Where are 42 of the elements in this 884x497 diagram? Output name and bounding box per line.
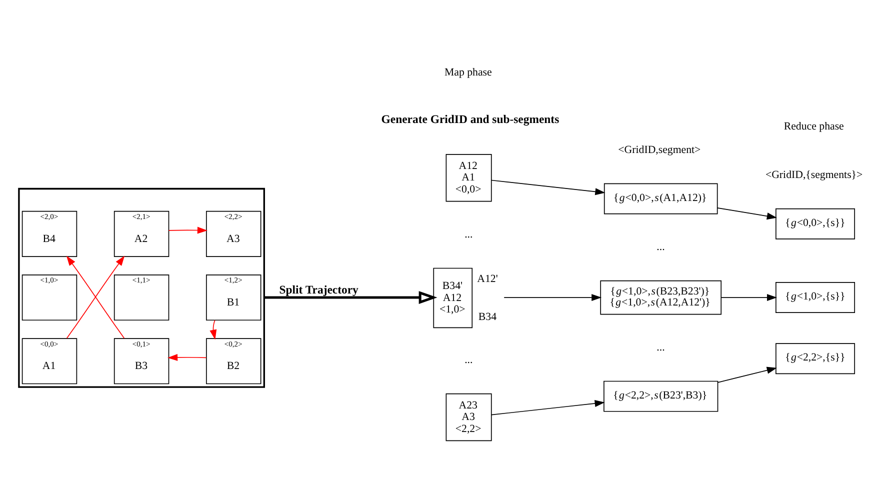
node-box: <1,1> — [114, 274, 170, 320]
node-box: {g<2,2>,s(B23',B3)} — [604, 380, 718, 412]
arrow — [717, 207, 777, 220]
node-box: {g<2,2>,{s}} — [776, 342, 856, 374]
arrow — [168, 226, 208, 234]
label: ... — [656, 341, 665, 354]
node-box: <1,0> — [22, 274, 78, 320]
node-box: <0,1> B3 — [114, 338, 170, 384]
node-box: {g<1,0>,s(B23,B23')} {g<1,0>,s(A12,A12')} — [600, 280, 722, 314]
arrow — [168, 353, 207, 360]
arrow — [491, 399, 605, 415]
node-box: A12 A1 <0,0> — [446, 154, 492, 202]
arrow — [491, 179, 606, 195]
arrow — [504, 294, 602, 301]
cluster — [18, 187, 265, 388]
arrow — [210, 319, 217, 340]
node-box: <2,1> A2 — [114, 210, 170, 256]
arrow — [264, 290, 438, 304]
label: Map phase — [444, 66, 492, 78]
arrow — [66, 255, 125, 338]
label: <GridID,segment> — [618, 144, 701, 156]
node-box: <2,2> A3 — [206, 210, 262, 256]
edge-label: Split Trajectory — [279, 283, 358, 296]
label: ... — [464, 354, 473, 366]
arrow — [718, 366, 777, 382]
node-box: {g<1,0>,{s}} — [776, 282, 856, 313]
node-box: {g<0,0>,{s}} — [776, 208, 856, 239]
node-box: {g<0,0>,s(A1,A12)} — [604, 182, 718, 214]
node-box: <0,2> B2 — [206, 338, 262, 384]
arrow — [720, 294, 778, 301]
node-box: A23 A3 <2,2> — [446, 392, 492, 441]
label: Reduce phase — [784, 120, 844, 132]
node-label: B34 — [478, 310, 497, 322]
label: Generate GridID and sub-segments — [381, 112, 560, 126]
node-box: <1,2> B1 — [206, 274, 262, 320]
node-label: A12' — [477, 272, 498, 284]
label: <GridID,{segments}> — [765, 168, 863, 181]
node-box: <2,0> B4 — [22, 210, 78, 256]
node-box: B34' A12 <1,0> — [433, 267, 473, 328]
label: ... — [464, 228, 473, 240]
node-box: <0,0> A1 — [22, 338, 78, 384]
label: ... — [656, 240, 665, 253]
